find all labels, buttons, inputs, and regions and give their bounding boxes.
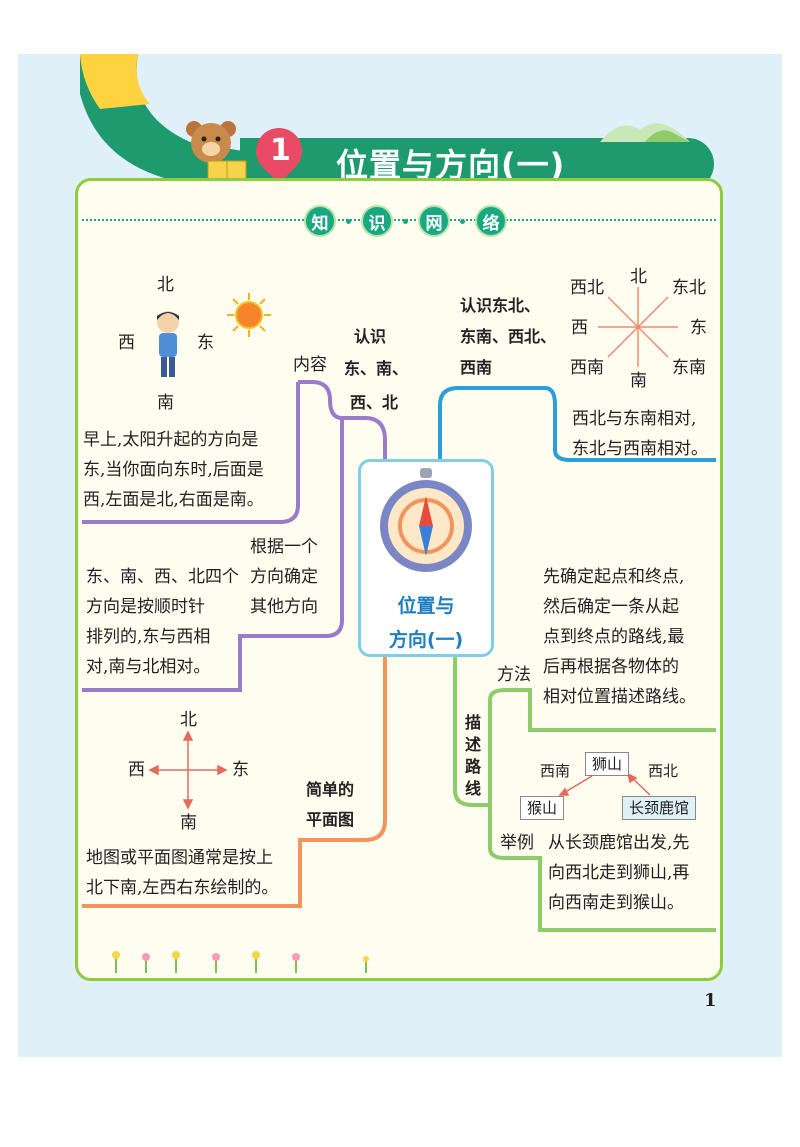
header-char: 络: [475, 205, 507, 237]
example-label: 举例: [500, 833, 534, 853]
label-char: 线: [465, 779, 482, 798]
boy-icon: [157, 311, 179, 377]
compass-se: 东南: [672, 358, 706, 378]
order-label: 根据一个 方向确定 其他方向: [250, 532, 318, 622]
method-desc: 先确定起点和终点, 然后确定一条从起 点到终点的路线,最 后再根据各物体的 相对…: [543, 562, 696, 712]
label-line: 认识东北、: [460, 296, 541, 315]
desc-line: 地图或平面图通常是按上: [86, 848, 273, 868]
flowers-decoration: [112, 951, 369, 973]
dir-east-label: 东: [197, 333, 214, 353]
compass-sw: 西南: [570, 358, 604, 378]
desc-line: 早上,太阳升起的方向是: [83, 430, 259, 450]
dir-north-label: 北: [157, 275, 174, 295]
compass-w: 西: [571, 318, 588, 338]
example-desc: 从长颈鹿馆出发,先 向西北走到狮山,再 向西南走到猴山。: [548, 828, 689, 918]
place-monkey-mountain: 猴山: [520, 796, 565, 820]
label-line: 简单的: [306, 780, 355, 799]
place-lion-mountain: 狮山: [585, 752, 630, 776]
sun-icon: [227, 293, 271, 337]
desc-line: 向西北走到狮山,再: [548, 863, 690, 883]
desc-line: 然后确定一条从起: [543, 597, 679, 617]
desc-line: 相对位置描述路线。: [543, 687, 696, 707]
compass-ne: 东北: [672, 278, 706, 298]
header-char: 网: [418, 205, 450, 237]
recognize-desc: 早上,太阳升起的方向是 东,当你面向东时,后面是 西,左面是北,右面是南。: [83, 425, 264, 515]
desc-line: 点到终点的路线,最: [543, 627, 685, 647]
recognize-label: 认识: [354, 327, 387, 346]
page-number: 1: [704, 990, 717, 1011]
center-title-line2: 方向(一): [388, 629, 464, 651]
recognize-items-2: 西、北: [350, 393, 399, 412]
desc-line: 方向是按顺时针: [86, 597, 205, 617]
header-char: 知: [304, 205, 336, 237]
section-header: 知 识 网 络: [304, 205, 507, 237]
desc-line: 从长颈鹿馆出发,先: [548, 833, 690, 853]
header-char: 识: [361, 205, 393, 237]
desc-line: 对,南与北相对。: [86, 657, 211, 677]
desc-line: 后再根据各物体的: [543, 657, 679, 677]
dir-south-label: 南: [157, 393, 174, 413]
desc-line: 东、南、西、北四个: [86, 567, 239, 587]
lesson-number: 1: [270, 133, 291, 168]
label-line: 西南: [460, 358, 493, 377]
desc-line: 排列的,东与西相: [86, 627, 211, 647]
label-line: 东南、西北、: [460, 327, 557, 346]
map-north-label: 北: [180, 710, 197, 730]
label-char: 描: [465, 713, 482, 732]
desc-line: 西,左面是北,右面是南。: [83, 490, 264, 510]
desc-line: 北下南,左西右东绘制的。: [86, 878, 279, 898]
place-giraffe-house: 长颈鹿馆: [622, 796, 697, 820]
compass-e: 东: [690, 318, 707, 338]
desc-line: 向西南走到猴山。: [548, 893, 684, 913]
compass-icon: [380, 468, 472, 572]
map-south-label: 南: [180, 813, 197, 833]
cross-arrows-icon: [148, 730, 228, 810]
label-line: 根据一个: [250, 537, 318, 557]
label-line: 其他方向: [250, 597, 318, 617]
label-line: 方向确定: [250, 567, 318, 587]
desc-line: 西北与东南相对,: [572, 409, 697, 429]
eight-desc: 西北与东南相对, 东北与西南相对。: [572, 404, 708, 464]
hills-decoration: [600, 123, 690, 142]
compass-n: 北: [630, 267, 647, 287]
label-line: 平面图: [306, 810, 355, 829]
method-label: 方法: [497, 665, 531, 685]
content-label: 内容: [293, 355, 327, 375]
recognize-items-1: 东、南、: [344, 359, 409, 378]
label-char: 述: [465, 735, 482, 754]
map-desc: 地图或平面图通常是按上 北下南,左西右东绘制的。: [86, 843, 278, 903]
route-nw-label: 西北: [648, 762, 679, 780]
route-label: 描 述 路 线: [465, 712, 485, 800]
route-sw-label: 西南: [540, 762, 571, 780]
page-title: 位置与方向(一): [336, 146, 566, 184]
desc-line: 东北与西南相对。: [572, 439, 708, 459]
map-east-label: 东: [232, 760, 249, 780]
compass-s: 南: [630, 371, 647, 391]
label-char: 路: [465, 757, 482, 776]
order-desc: 东、南、西、北四个 方向是按顺时针 排列的,东与西相 对,南与北相对。: [86, 562, 239, 682]
dir-west-label: 西: [118, 333, 135, 353]
map-west-label: 西: [128, 760, 145, 780]
desc-line: 先确定起点和终点,: [543, 567, 685, 587]
dotted-divider: [82, 219, 716, 221]
route-example-arrows: [558, 772, 651, 796]
compass-nw: 西北: [570, 278, 604, 298]
desc-line: 东,当你面向东时,后面是: [83, 460, 264, 480]
map-label: 简单的 平面图: [306, 775, 354, 835]
eight-direction-compass: [598, 287, 678, 367]
center-title-line1: 位置与: [397, 595, 455, 617]
eight-label: 认识东北、 东南、西北、 西南: [460, 290, 556, 383]
